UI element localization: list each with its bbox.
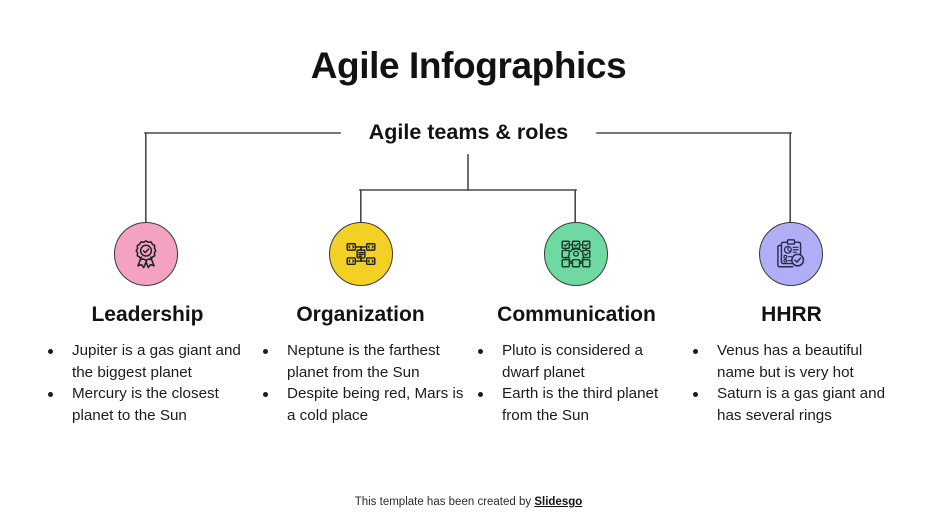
page-title: Agile Infographics xyxy=(310,45,627,86)
icon-circle-communication[interactable] xyxy=(544,222,608,286)
bullet-list: Venus has a beautiful name but is very h… xyxy=(683,340,898,426)
icon-circle-leadership[interactable] xyxy=(114,222,178,286)
footer-text: This template has been created by xyxy=(354,496,535,508)
slidesgo-link[interactable]: Slidesgo xyxy=(534,496,583,508)
list-item: Earth is the third planet from the Sun xyxy=(468,383,683,426)
column-heading: Leadership xyxy=(91,303,204,326)
column-heading: Organization xyxy=(296,303,425,326)
list-item: Saturn is a gas giant and has several ri… xyxy=(683,383,898,426)
bullet-list: Pluto is considered a dwarf planet Earth… xyxy=(468,340,683,426)
code-nodes-icon xyxy=(344,237,378,271)
column-communication: Communication Pluto is considered a dwar… xyxy=(468,303,683,427)
award-ribbon-icon xyxy=(129,237,163,271)
column-hhrr: HHRR Venus has a beautiful name but is v… xyxy=(683,303,898,427)
list-item: Despite being red, Mars is a cold place xyxy=(253,383,468,426)
column-heading: Communication xyxy=(497,303,656,326)
list-item: Jupiter is a gas giant and the biggest p… xyxy=(38,340,253,383)
clipboard-report-check-icon xyxy=(774,237,808,271)
list-item: Venus has a beautiful name but is very h… xyxy=(683,340,898,383)
root-node-label: Agile teams & roles xyxy=(368,120,569,144)
list-item: Pluto is considered a dwarf planet xyxy=(468,340,683,383)
bullet-list: Jupiter is a gas giant and the biggest p… xyxy=(38,340,253,426)
icon-circle-organization[interactable] xyxy=(329,222,393,286)
column-leadership: Leadership Jupiter is a gas giant and th… xyxy=(38,303,253,427)
list-item: Mercury is the closest planet to the Sun xyxy=(38,383,253,426)
list-item: Neptune is the farthest planet from the … xyxy=(253,340,468,383)
column-heading: HHRR xyxy=(761,303,822,326)
bullet-list: Neptune is the farthest planet from the … xyxy=(253,340,468,426)
icon-circle-hhrr[interactable] xyxy=(759,222,823,286)
column-organization: Organization Neptune is the farthest pla… xyxy=(253,303,468,427)
footer-attribution: This template has been created by Slides… xyxy=(0,496,937,510)
checklist-network-gear-icon xyxy=(559,237,593,271)
